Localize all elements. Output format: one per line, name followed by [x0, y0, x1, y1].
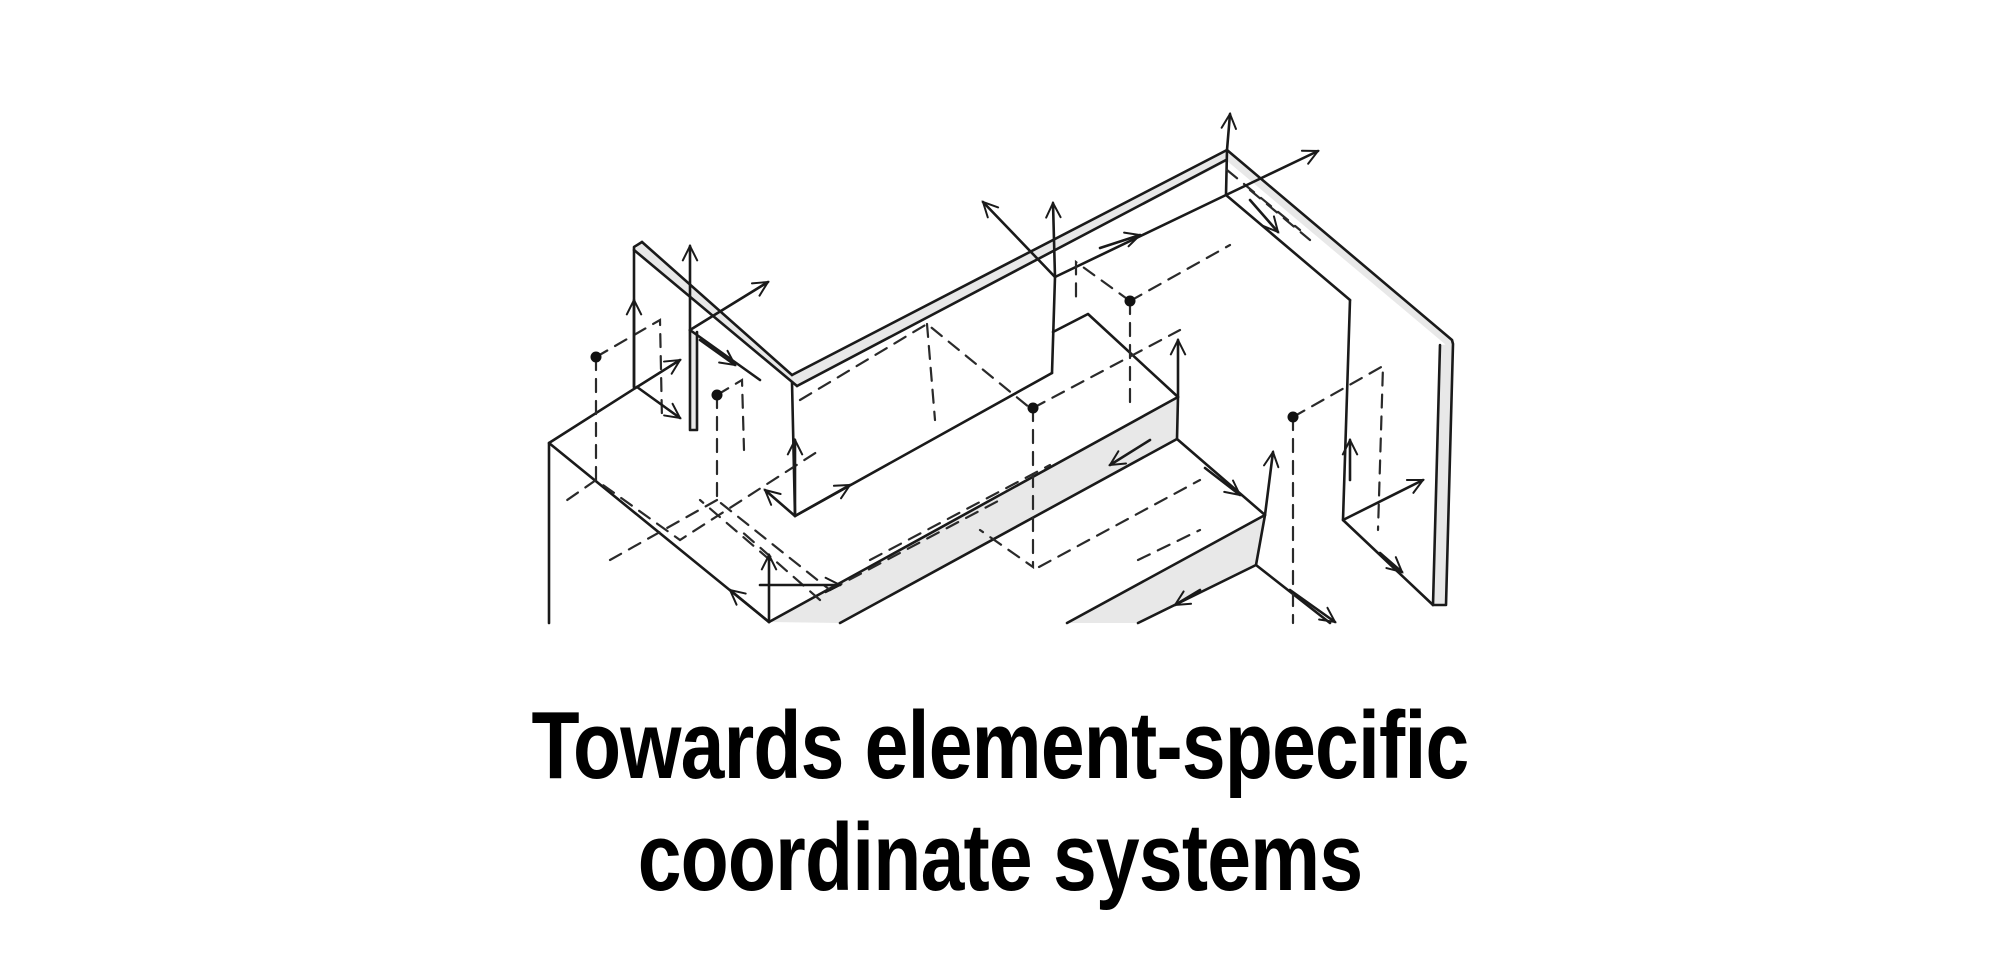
coordinate-axis-arrows: [634, 114, 1423, 624]
origin-dot: [1124, 295, 1136, 307]
shaded-faces: [634, 150, 1453, 623]
figure-title: Towards element-specific coordinate syst…: [0, 690, 2000, 914]
origin-dot: [1287, 411, 1299, 423]
dashed-projections: [558, 168, 1385, 625]
origin-dot: [590, 351, 602, 363]
origin-dot: [711, 389, 723, 401]
solid-edges: [547, 148, 1455, 625]
title-line-1: Towards element-specific: [531, 692, 1470, 799]
title-line-2: coordinate systems: [637, 804, 1363, 911]
origin-dots: [590, 295, 1299, 423]
origin-dot: [1027, 402, 1039, 414]
